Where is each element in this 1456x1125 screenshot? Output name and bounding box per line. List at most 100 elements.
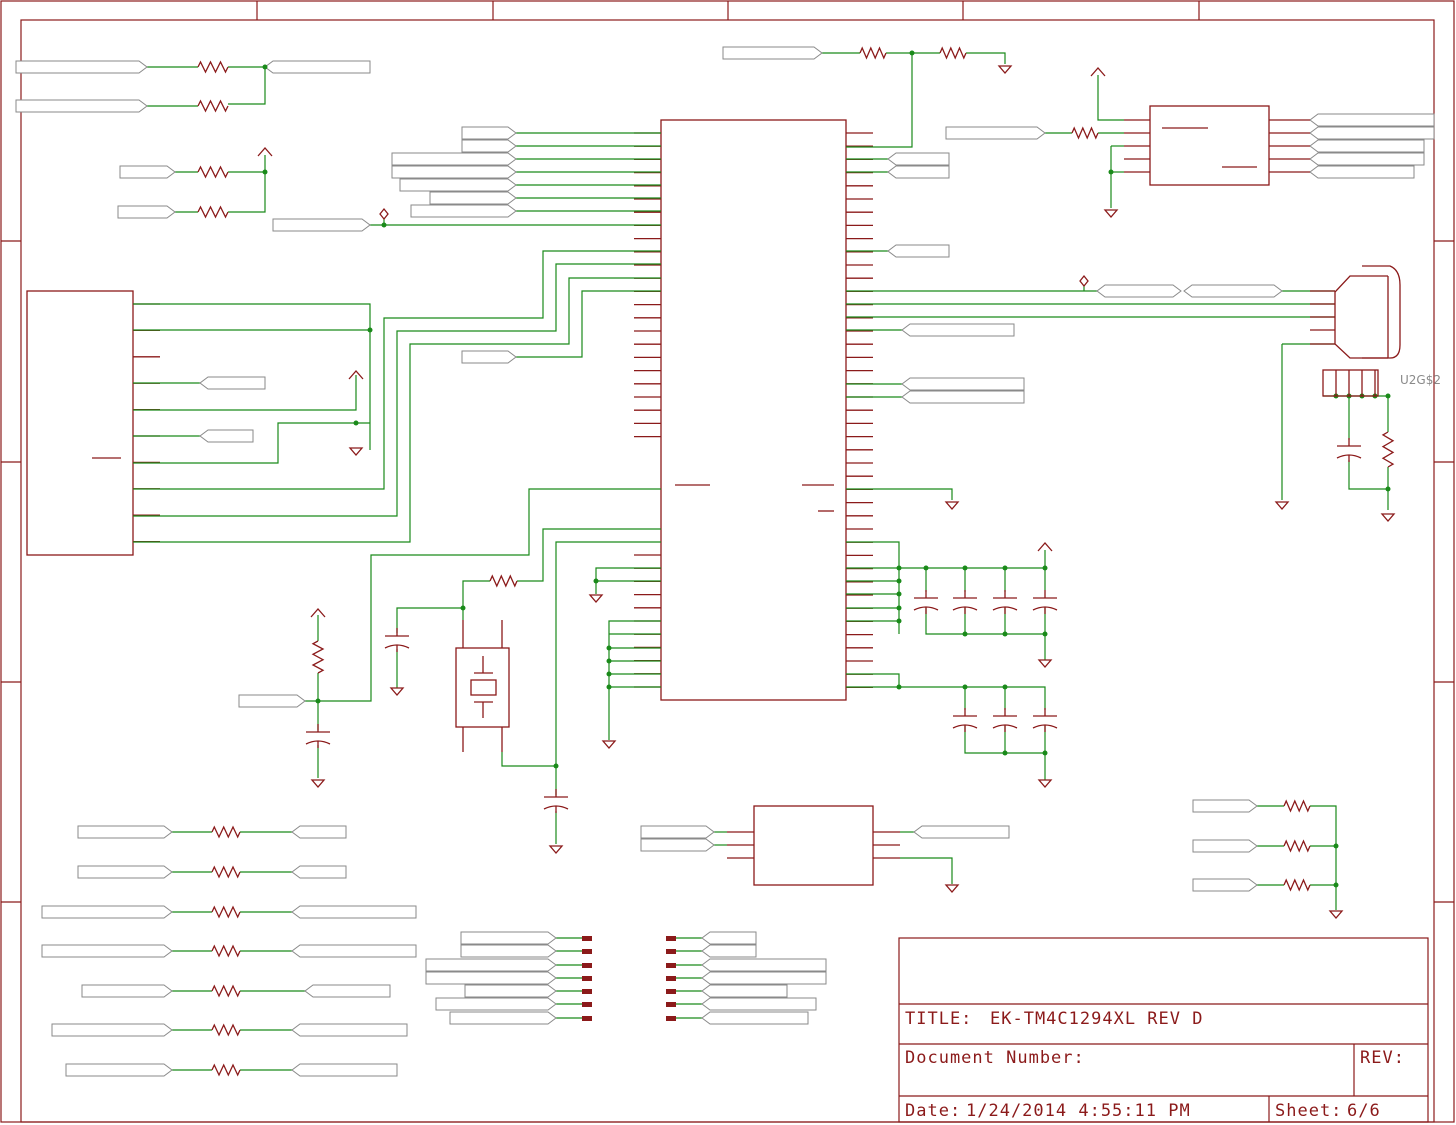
net-label: [117, 205, 176, 219]
wire: [516, 290, 661, 358]
net-label: [640, 825, 715, 839]
wire: [608, 620, 661, 740]
net-label: [1192, 839, 1258, 853]
resistor: [211, 944, 241, 958]
title-value: EK-TM4C1294XL REV D: [990, 1009, 1203, 1029]
net-label: [1192, 799, 1258, 813]
wire: [305, 673, 319, 702]
net-label: [901, 377, 1025, 391]
net-label: [887, 244, 950, 258]
wire: [846, 567, 1046, 590]
junction-dot: [909, 50, 915, 56]
net-label: [425, 958, 557, 972]
net-label: [1309, 165, 1415, 179]
wire: [900, 857, 953, 884]
net-label: [701, 931, 757, 945]
wire: [228, 66, 266, 105]
net-label: [272, 218, 371, 232]
net-label: [640, 838, 715, 852]
header-pad: [582, 1002, 592, 1007]
wire: [501, 541, 661, 767]
wire: [846, 53, 913, 148]
resistor: [211, 865, 241, 879]
net-label: [461, 139, 517, 153]
resistor: [1381, 431, 1395, 468]
junction-layer: [262, 50, 1391, 888]
junction-dot: [367, 327, 373, 333]
net-label: [435, 997, 557, 1011]
document-number-label: Document Number:: [905, 1048, 1085, 1068]
net-label: [238, 694, 306, 708]
junction-dot: [962, 631, 968, 637]
header-pad: [582, 1016, 592, 1021]
supply-arrow: [348, 370, 364, 380]
junction-dot: [1385, 393, 1391, 399]
junction-dot: [381, 222, 387, 228]
left-connector: [26, 290, 134, 556]
capacitor-layer: [305, 438, 1362, 813]
wire: [1310, 805, 1337, 910]
junction-dot: [262, 64, 268, 70]
header-pad: [582, 949, 592, 954]
junction-dot: [1108, 169, 1114, 175]
supply-symbol-layer: [257, 67, 1106, 618]
ground-symbol: [944, 501, 960, 510]
net-label: [77, 865, 173, 879]
net-label: [291, 905, 417, 919]
net-label: [41, 905, 173, 919]
net-label: [199, 376, 266, 390]
wire: [846, 673, 1046, 710]
ground-symbol: [1274, 501, 1290, 510]
resistor: [939, 46, 967, 60]
ground-symbol: [389, 687, 405, 696]
net-label: [41, 944, 173, 958]
net-label: [460, 944, 557, 958]
header-pad: [666, 989, 676, 994]
net-label: [391, 165, 517, 179]
net-label: [264, 60, 371, 74]
net-label: [1309, 152, 1425, 166]
microcontroller-right-pins: [846, 132, 873, 689]
junction-dot: [1333, 843, 1339, 849]
junction-dot: [262, 169, 268, 175]
date-label: Date:: [905, 1101, 961, 1121]
net-label: [81, 984, 173, 998]
resistor: [197, 205, 229, 219]
wire: [595, 567, 661, 594]
junction-dot: [962, 684, 968, 690]
junction-dot: [1002, 565, 1008, 571]
net-label: [291, 865, 347, 879]
wire: [396, 607, 463, 633]
title-label: TITLE:: [905, 1009, 972, 1029]
ground-symbol: [1037, 779, 1053, 788]
resistor: [489, 574, 518, 588]
net-label: [65, 1063, 173, 1077]
resistor: [1283, 878, 1311, 892]
bottom-ic: [727, 805, 900, 886]
wire: [133, 250, 661, 490]
net-label: [425, 971, 557, 985]
resistor: [211, 1063, 241, 1077]
supply-arrow: [1037, 542, 1053, 552]
crystal: [455, 620, 510, 752]
junction-dot: [1002, 631, 1008, 637]
junction-dot: [896, 578, 902, 584]
junction-dot: [896, 591, 902, 597]
net-label: [304, 984, 391, 998]
net-label: [15, 60, 148, 74]
header-pad: [582, 936, 592, 941]
wire: [846, 541, 900, 634]
net-label: [291, 825, 347, 839]
junction-dot: [353, 420, 359, 426]
net-label: [1309, 113, 1435, 127]
junction-dot: [1002, 684, 1008, 690]
wire: [133, 277, 661, 543]
header-pad: [582, 989, 592, 994]
ground-symbol: [588, 594, 604, 603]
resistor: [211, 905, 241, 919]
header-pad: [666, 936, 676, 941]
net-label: [945, 126, 1046, 140]
wire: [964, 726, 1045, 754]
net-label: [291, 1023, 408, 1037]
net-label: [1309, 126, 1435, 140]
